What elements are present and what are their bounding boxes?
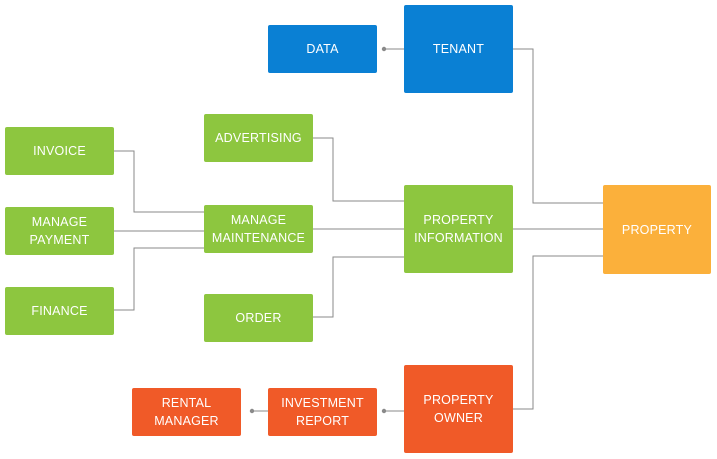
- node-data[interactable]: DATA: [268, 25, 377, 73]
- connector-property-owner-property: [513, 255, 603, 410]
- node-manage-maintenance[interactable]: MANAGE MAINTENANCE: [204, 205, 313, 253]
- node-invoice[interactable]: INVOICE: [5, 127, 114, 175]
- connector-finance-manage-maintenance: [114, 247, 204, 311]
- node-order-label: ORDER: [235, 311, 282, 325]
- node-data-label: DATA: [306, 42, 339, 56]
- node-finance[interactable]: FINANCE: [5, 287, 114, 335]
- node-manage-payment-label: MANAGE PAYMENT: [29, 215, 90, 247]
- node-tenant-label: TENANT: [432, 42, 485, 56]
- node-manage-payment[interactable]: MANAGE PAYMENT: [5, 207, 114, 255]
- node-investment-report-label: INVESTMENT REPORT: [281, 396, 364, 428]
- node-property-owner-label: PROPERTY OWNER: [423, 393, 494, 425]
- connector-advertising-property-information: [313, 137, 404, 202]
- node-order[interactable]: ORDER: [204, 294, 313, 342]
- node-property-label: PROPERTY: [621, 222, 693, 237]
- node-rental-manager[interactable]: RENTAL MANAGER: [132, 388, 241, 436]
- node-advertising[interactable]: ADVERTISING: [204, 114, 313, 162]
- connector-dot-data: [381, 46, 387, 52]
- node-property-information[interactable]: PROPERTY INFORMATION: [404, 185, 513, 273]
- connector-dot-rental-manager: [249, 408, 255, 414]
- node-property-information-label: PROPERTY INFORMATION: [414, 213, 503, 245]
- node-finance-label: FINANCE: [31, 304, 88, 318]
- connector-invoice-manage-maintenance: [114, 150, 204, 213]
- node-invoice-label: INVOICE: [33, 144, 86, 158]
- connector-dot-investment-report: [381, 408, 387, 414]
- node-advertising-label: ADVERTISING: [215, 131, 302, 145]
- connector-tenant-property: [513, 48, 603, 204]
- node-manage-maintenance-label: MANAGE MAINTENANCE: [211, 213, 306, 245]
- node-rental-manager-label: RENTAL MANAGER: [154, 396, 219, 428]
- connector-order-property-information: [313, 256, 404, 318]
- node-property-owner[interactable]: PROPERTY OWNER: [404, 365, 513, 453]
- node-property[interactable]: PROPERTY: [603, 185, 711, 274]
- node-investment-report[interactable]: INVESTMENT REPORT: [268, 388, 377, 436]
- node-tenant[interactable]: TENANT: [404, 5, 513, 93]
